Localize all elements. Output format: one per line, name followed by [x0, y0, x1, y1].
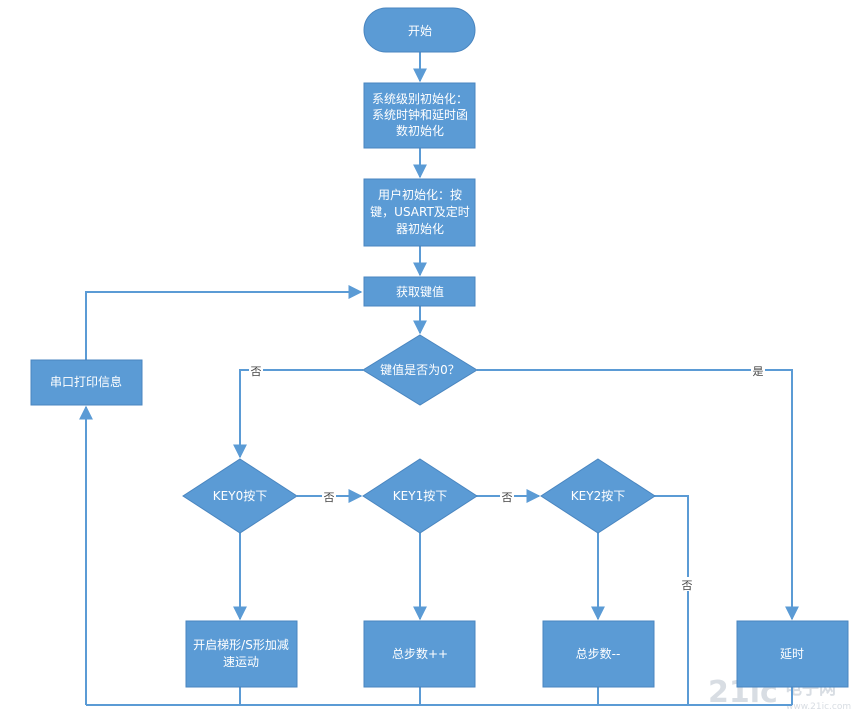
- node-key1-label: KEY1按下: [393, 489, 447, 503]
- node-motion: 开启梯形/S形加减 速运动: [185, 620, 298, 688]
- node-key0-label: KEY0按下: [213, 489, 267, 503]
- edge-decision-no-to-key0: [233, 369, 363, 459]
- node-step-dec: 总步数--: [542, 620, 655, 688]
- node-step-inc: 总步数++: [363, 620, 476, 688]
- node-key2-decision: KEY2按下: [540, 458, 656, 534]
- label-decision-yes: 是: [753, 365, 764, 378]
- node-start: 开始: [363, 7, 476, 53]
- node-sys-init-line-2: 系统时钟和延时函: [372, 107, 468, 122]
- node-key-zero-decision: 键值是否为0？: [362, 334, 478, 406]
- node-delay: 延时: [736, 620, 849, 688]
- edge-labels: 否 是 否 否 否: [249, 363, 765, 592]
- node-user-init-line-3: 器初始化: [396, 222, 444, 236]
- node-get-key: 获取键值: [363, 276, 476, 307]
- label-key1-no: 否: [502, 491, 513, 504]
- node-user-init-line-1: 用户初始化：按: [378, 187, 462, 202]
- node-sys-init-line-3: 数初始化: [396, 123, 444, 138]
- node-start-label: 开始: [408, 24, 432, 38]
- node-step-dec-label: 总步数--: [576, 646, 621, 661]
- edge-decision-yes-to-delay: [477, 369, 799, 621]
- node-user-init: 用户初始化：按 键，USART及定时 器初始化: [363, 178, 476, 247]
- edge-serial-print-to-get-key: [85, 285, 363, 360]
- watermark-url: www.21ic.com: [786, 702, 851, 712]
- node-serial-print: 串口打印信息: [30, 359, 143, 406]
- edge-key2-no-to-bottom: [653, 495, 689, 705]
- node-motion-line-2: 速运动: [223, 655, 259, 669]
- node-delay-label: 延时: [780, 647, 804, 661]
- node-step-inc-label: 总步数++: [392, 646, 448, 661]
- node-get-key-label: 获取键值: [396, 284, 444, 299]
- node-sys-init-line-1: 系统级别初始化：: [372, 92, 468, 106]
- node-key1-decision: KEY1按下: [362, 458, 478, 534]
- label-decision-no: 否: [251, 365, 262, 378]
- node-key2-label: KEY2按下: [571, 489, 625, 503]
- node-key0-decision: KEY0按下: [182, 458, 298, 534]
- node-motion-line-1: 开启梯形/S形加减: [193, 638, 289, 652]
- node-user-init-line-2: 键，USART及定时: [370, 204, 470, 219]
- node-key-zero-label: 键值是否为0？: [380, 362, 460, 377]
- label-key2-no: 否: [682, 579, 693, 592]
- label-key0-no: 否: [324, 491, 335, 504]
- node-serial-print-label: 串口打印信息: [50, 374, 122, 389]
- node-sys-init: 系统级别初始化： 系统时钟和延时函 数初始化: [363, 82, 476, 149]
